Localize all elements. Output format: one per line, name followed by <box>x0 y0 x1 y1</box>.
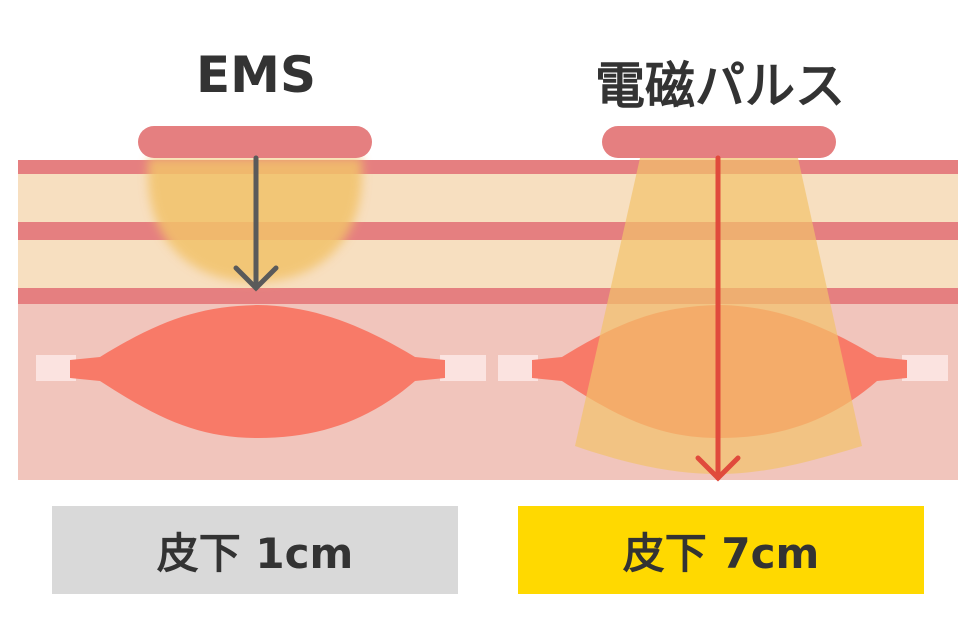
tendon <box>902 355 948 381</box>
pulse-device-pad <box>602 126 836 158</box>
ems-arrow-icon <box>233 155 279 292</box>
ems-depth-badge: 皮下 1cm <box>52 506 458 594</box>
pulse-arrow-icon <box>695 155 741 482</box>
ems-device-pad <box>138 126 372 158</box>
muscle-left <box>36 305 486 438</box>
pulse-title: 電磁パルス <box>595 57 845 115</box>
tendon <box>36 355 76 381</box>
pulse-depth-badge: 皮下 7cm <box>518 506 924 594</box>
tendon <box>498 355 538 381</box>
tendon <box>440 355 486 381</box>
ems-title: EMS <box>196 46 316 104</box>
